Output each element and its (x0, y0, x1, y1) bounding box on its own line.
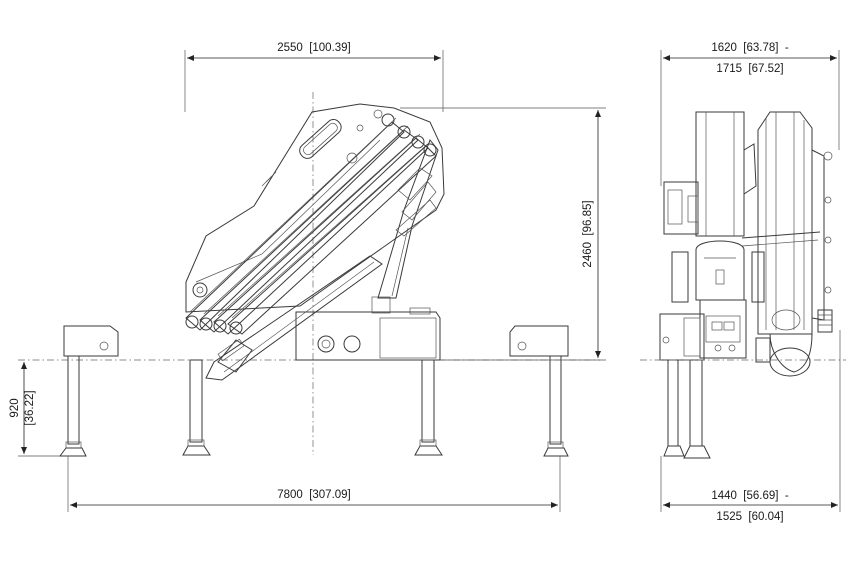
outrigger-span-label: 7800 [307.09] (277, 489, 351, 501)
side-width-label: 2550 [100.39] (277, 42, 351, 54)
side-view: 2550 [100.39] 7800 [307.09] 2460 [96.85]… (9, 42, 606, 512)
crane-base (295, 296, 441, 361)
inner-boom (185, 103, 445, 313)
leg-height-mm-label: 920 (9, 398, 21, 417)
extension-rods (395, 167, 437, 237)
left-outrigger (59, 325, 119, 457)
front-dimensions (660, 50, 841, 512)
front-column (663, 111, 757, 237)
front-boom-pack (741, 111, 833, 377)
front-view: 1620 [63.78] - 1715 [67.52] 1440 [56.69]… (640, 42, 846, 523)
inner-legs (182, 359, 443, 456)
height-label: 2460 [96.85] (582, 200, 594, 267)
front-width-top-label-1: 1620 [63.78] - (711, 42, 789, 54)
front-width-bottom-label-1: 1440 [56.69] - (711, 490, 789, 502)
front-width-bottom-label-2: 1525 [60.04] (716, 511, 783, 523)
outer-boom-extensions (185, 113, 437, 381)
front-turret (671, 240, 765, 359)
front-base (659, 313, 771, 459)
leg-height-in-label: [36.22] (24, 390, 36, 425)
front-width-top-label-2: 1715 [67.52] (716, 63, 783, 75)
right-outrigger (509, 325, 569, 457)
side-dimensions (18, 50, 606, 512)
